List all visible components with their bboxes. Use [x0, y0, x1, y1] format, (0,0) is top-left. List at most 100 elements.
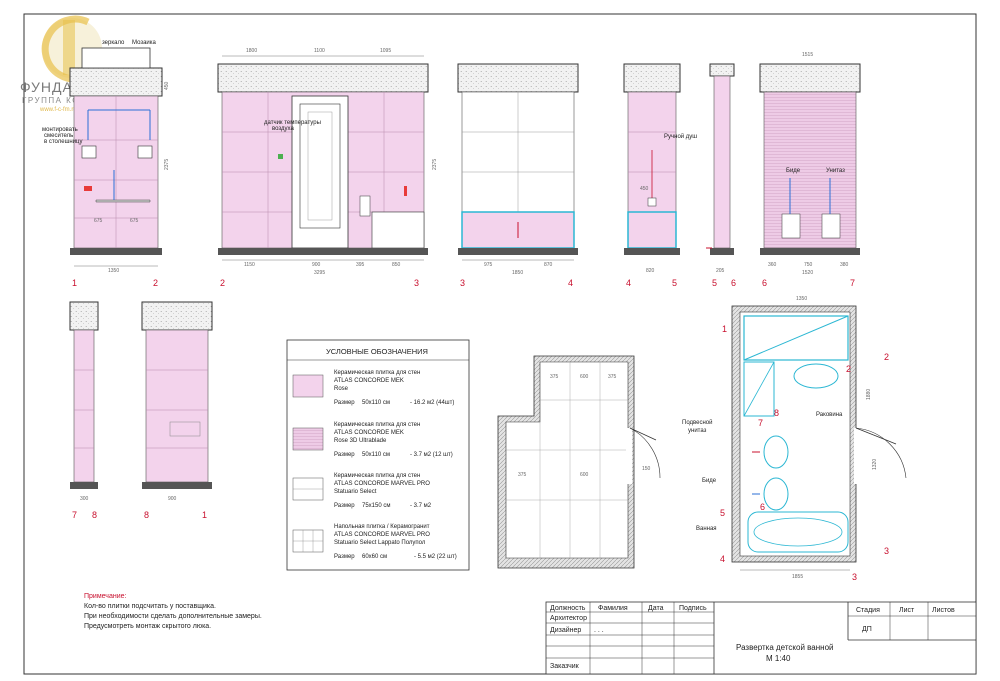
- svg-text:Кол-во плитки подсчитать у пос: Кол-во плитки подсчитать у поставщика.: [84, 603, 216, 610]
- svg-text:300: 300: [80, 496, 89, 502]
- socket-icon: [404, 186, 407, 196]
- svg-text:унитаз: унитаз: [688, 428, 707, 434]
- svg-text:975: 975: [484, 262, 493, 268]
- svg-text:монтировать: монтировать: [42, 127, 78, 133]
- svg-text:900: 900: [168, 496, 177, 502]
- svg-text:Rose: Rose: [334, 386, 349, 392]
- elevation-8-1: 900 8 1: [141, 301, 213, 520]
- shower-tray: [743, 315, 849, 361]
- svg-text:смеситель: смеситель: [44, 133, 73, 139]
- svg-text:Керамическая плитка для стен: Керамическая плитка для стен: [334, 422, 420, 428]
- svg-text:Размер: Размер: [334, 554, 355, 560]
- elevation-5-6: 205 5 6: [706, 63, 736, 288]
- elevation-3-4: 975 1850 870 3 4: [457, 63, 579, 288]
- axis-label: 8: [92, 510, 97, 520]
- svg-text:1350: 1350: [108, 268, 119, 274]
- logo-url: www.f-c-fm.ru: [39, 107, 77, 113]
- svg-text:Мозаика: Мозаика: [132, 40, 157, 46]
- hand-shower-icon: [647, 197, 657, 207]
- svg-text:1515: 1515: [802, 52, 813, 58]
- svg-text:3295: 3295: [314, 270, 325, 276]
- axis-label: 8: [144, 510, 149, 520]
- svg-text:820: 820: [646, 268, 655, 274]
- legend-title: УСЛОВНЫЕ ОБОЗНАЧЕНИЯ: [326, 347, 428, 356]
- svg-text:2375: 2375: [432, 159, 438, 170]
- svg-text:ДП: ДП: [862, 626, 872, 633]
- wc-icon: [821, 213, 841, 239]
- axis-label: 8: [774, 408, 779, 418]
- svg-text:50х110 см: 50х110 см: [362, 452, 390, 458]
- svg-text:1850: 1850: [512, 270, 523, 276]
- svg-text:ATLAS CONCORDE MARVEL PRO: ATLAS CONCORDE MARVEL PRO: [334, 532, 430, 538]
- axis-label: 5: [672, 278, 677, 288]
- axis-label: 6: [760, 502, 765, 512]
- svg-text:Фамилия: Фамилия: [598, 605, 628, 612]
- svg-text:ATLAS CONCORDE MEK: ATLAS CONCORDE MEK: [334, 430, 404, 436]
- bidet-icon: [763, 477, 789, 511]
- legend-box: УСЛОВНЫЕ ОБОЗНАЧЕНИЯ Керамическая плитка…: [286, 339, 470, 571]
- svg-text:1320: 1320: [872, 459, 878, 470]
- axis-label: 2: [884, 352, 889, 362]
- axis-label: 2: [153, 278, 158, 288]
- elevation-6-7: Биде Унитаз 1515 360 750 380 1520 6 7: [759, 52, 861, 288]
- svg-text:Подпись: Подпись: [679, 605, 707, 612]
- svg-text:Размер: Размер: [334, 503, 355, 509]
- svg-text:- 5.5 м2 (22 шт): - 5.5 м2 (22 шт): [414, 554, 457, 560]
- axis-label: 7: [850, 278, 855, 288]
- axis-label: 6: [731, 278, 736, 288]
- svg-text:450: 450: [640, 186, 649, 192]
- svg-text:Биде: Биде: [786, 168, 801, 174]
- elevation-7-8: 300 7 8: [69, 301, 99, 520]
- axis-label: 7: [758, 418, 763, 428]
- svg-text:- 3.7 м2: - 3.7 м2: [410, 503, 432, 509]
- axis-label: 2: [846, 364, 851, 374]
- bath-side: [371, 211, 425, 249]
- svg-text:375: 375: [608, 374, 617, 380]
- axis-label: 3: [460, 278, 465, 288]
- svg-text:50х110 см: 50х110 см: [362, 400, 390, 406]
- svg-text:60х60 см: 60х60 см: [362, 554, 387, 560]
- socket-icon: [84, 186, 92, 191]
- svg-text:ATLAS CONCORDE MARVEL PRO: ATLAS CONCORDE MARVEL PRO: [334, 481, 430, 487]
- legend-swatch-3d: [292, 427, 324, 451]
- svg-text:Унитаз: Унитаз: [826, 168, 845, 174]
- svg-text:Архитектор: Архитектор: [550, 615, 587, 622]
- svg-text:1100: 1100: [314, 48, 325, 54]
- elevation-1-2: зеркало Мозаика монтировать смеситель в …: [42, 40, 170, 288]
- svg-text:1800: 1800: [246, 48, 257, 54]
- svg-text:395: 395: [356, 262, 365, 268]
- svg-text:ATLAS CONCORDE MEK: ATLAS CONCORDE MEK: [334, 378, 404, 384]
- svg-text:в столешницу: в столешницу: [44, 139, 83, 145]
- axis-label: 2: [220, 278, 225, 288]
- svg-text:Должность: Должность: [550, 605, 586, 612]
- axis-label: 5: [720, 508, 725, 518]
- axis-label: 3: [884, 546, 889, 556]
- mirror: [81, 47, 151, 69]
- svg-text:75х150 см: 75х150 см: [362, 503, 390, 509]
- logo-tagline: ГРУППА КОМПАНИЙ: [22, 96, 124, 105]
- notes-title: Примечание:: [84, 593, 127, 600]
- svg-text:Подвесной: Подвесной: [682, 419, 712, 426]
- bathtub: [747, 511, 849, 553]
- svg-text:зеркало: зеркало: [102, 40, 125, 46]
- drawing-title: Развертка детской ванной: [736, 643, 834, 652]
- svg-text:1520: 1520: [802, 270, 813, 276]
- faucet-left-icon: [81, 145, 97, 159]
- svg-text:675: 675: [94, 218, 103, 224]
- floor-plan-fixtures: Подвесной унитаз Раковина Биде Ванная 13…: [682, 296, 907, 582]
- svg-text:Лист: Лист: [899, 607, 915, 614]
- svg-text:Дизайнер: Дизайнер: [550, 626, 581, 634]
- floor-plan-tiling: 375 600 375 375 600 150: [497, 355, 661, 569]
- svg-text:850: 850: [392, 262, 401, 268]
- svg-text:375: 375: [550, 374, 559, 380]
- axis-label: 1: [722, 324, 727, 334]
- svg-text:205: 205: [716, 268, 725, 274]
- svg-text:Statuario Select: Statuario Select: [334, 489, 377, 495]
- tile-3d-area: [763, 91, 857, 249]
- legend-swatch-pink: [292, 374, 324, 398]
- svg-text:Стадия: Стадия: [856, 607, 880, 614]
- svg-text:. . .: . . .: [594, 627, 604, 634]
- svg-text:1855: 1855: [792, 574, 803, 580]
- axis-label: 4: [720, 554, 725, 564]
- bidet-icon: [781, 213, 801, 239]
